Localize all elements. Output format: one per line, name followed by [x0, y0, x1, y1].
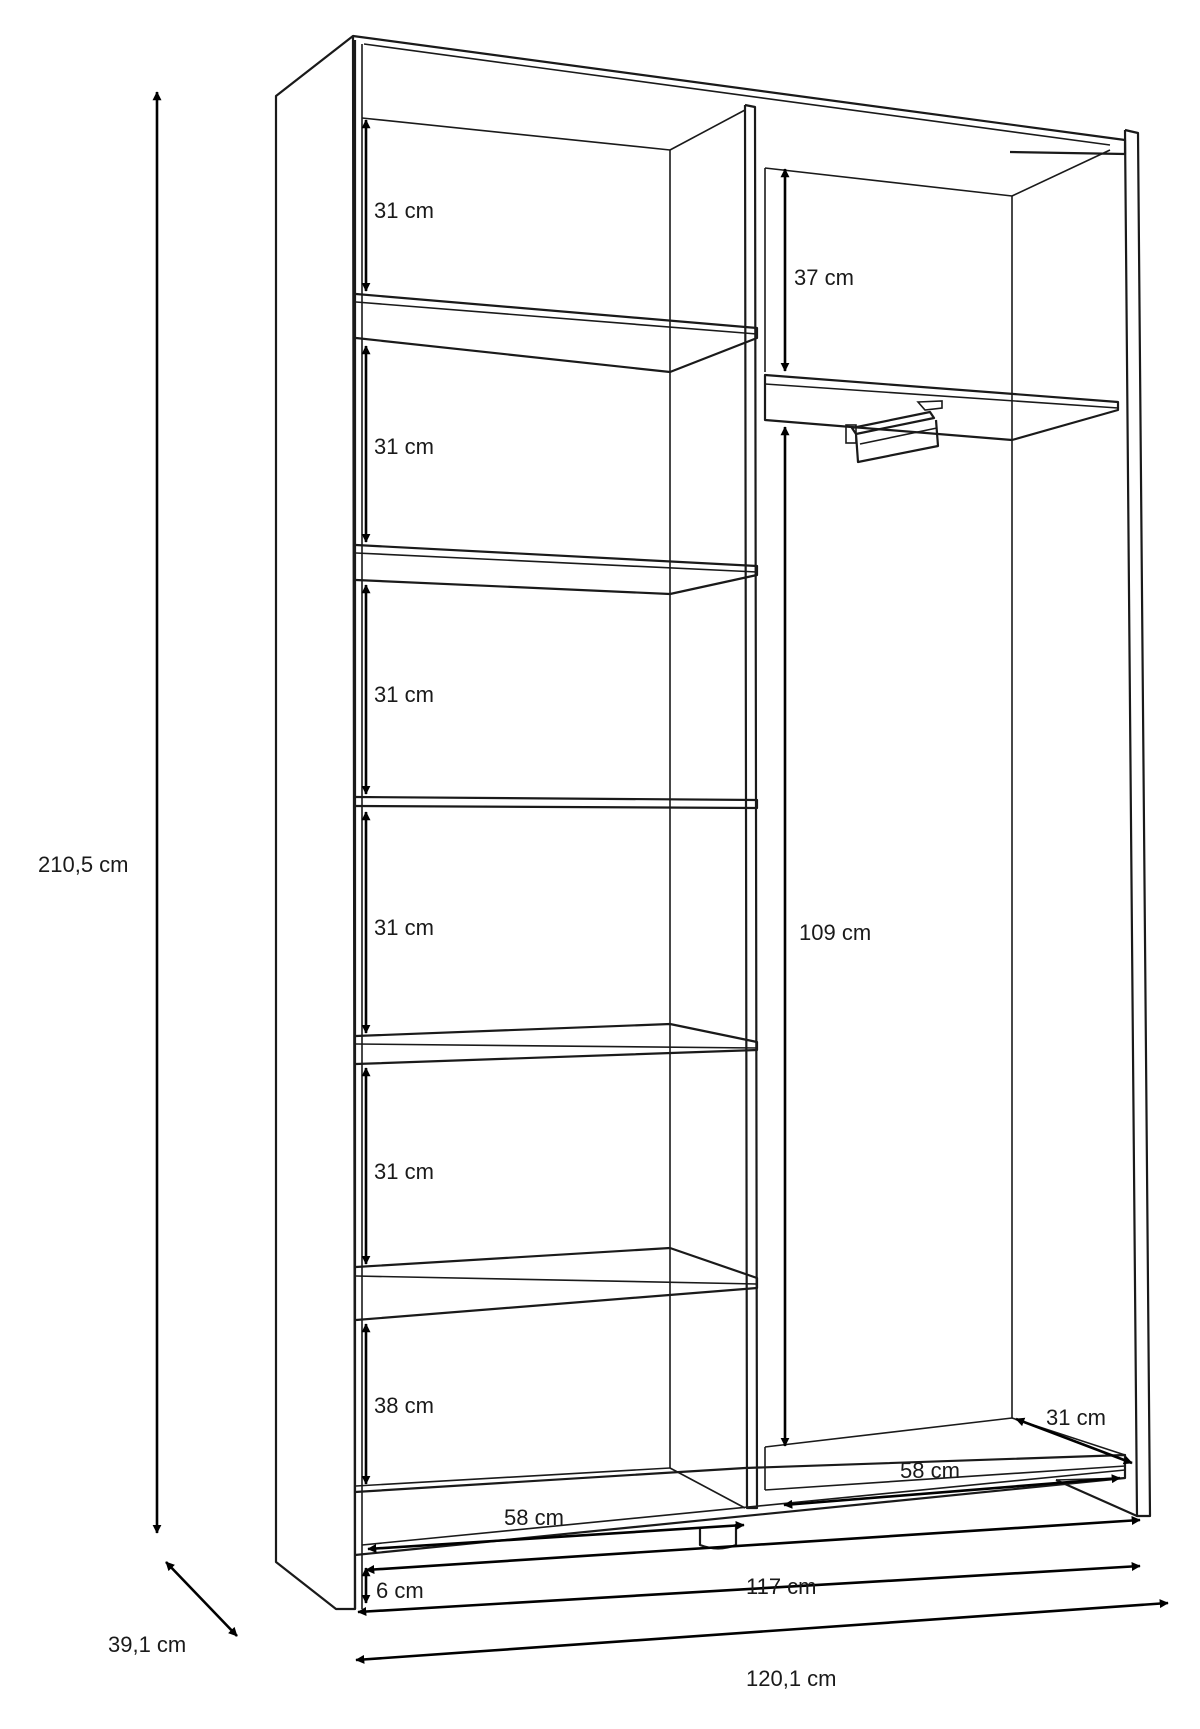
shelf-5 — [355, 1246, 759, 1322]
shelf-2 — [355, 543, 759, 596]
left-side-panel — [274, 34, 357, 1611]
label-height: 210,5 cm — [38, 852, 129, 877]
label-shelf-gap-2: 31 cm — [374, 434, 434, 459]
label-outer-width: 120,1 cm — [746, 1666, 837, 1691]
label-plinth: 6 cm — [376, 1578, 424, 1603]
label-left-width: 58 cm — [504, 1505, 564, 1530]
right-side-panel — [1123, 128, 1152, 1518]
label-right-depth: 31 cm — [1046, 1405, 1106, 1430]
label-shelf-gap-5: 31 cm — [374, 1159, 434, 1184]
dim-left-width-arrow — [367, 1521, 745, 1553]
dim-right-depth-arrow — [1015, 1417, 1133, 1465]
label-shelf-gap-3: 31 cm — [374, 682, 434, 707]
label-hanging-height: 109 cm — [799, 920, 871, 945]
top-panel-edge — [363, 43, 1111, 146]
label-depth: 39,1 cm — [108, 1632, 186, 1657]
dim-outer-width-arrow — [355, 1599, 1169, 1664]
dim-depth-arrow — [165, 1561, 238, 1637]
dim-bottom-arrow — [365, 1516, 1141, 1574]
label-right-width: 58 cm — [900, 1458, 960, 1483]
label-shelf-gap-1: 31 cm — [374, 198, 434, 223]
shelf-3 — [355, 795, 759, 810]
shelf-4 — [355, 1022, 759, 1066]
dimension-labels: 210,5 cm 39,1 cm 120,1 cm 117 cm 6 cm 58… — [38, 198, 1106, 1691]
right-hat-shelf — [763, 373, 1120, 442]
label-inner-width: 117 cm — [746, 1574, 817, 1599]
shelf-1 — [355, 292, 759, 374]
label-top-gap: 37 cm — [794, 265, 854, 290]
wardrobe-body — [274, 34, 1152, 1611]
clothes-rail-icon — [845, 400, 943, 464]
label-shelf-gap-4: 31 cm — [374, 915, 434, 940]
dimension-lines — [152, 91, 1169, 1664]
label-shelf-gap-6: 38 cm — [374, 1393, 434, 1418]
left-shelves — [355, 292, 759, 1487]
center-divider — [743, 103, 759, 1510]
dim-right-width-arrow — [783, 1474, 1121, 1509]
right-base-edge — [1055, 1478, 1138, 1518]
